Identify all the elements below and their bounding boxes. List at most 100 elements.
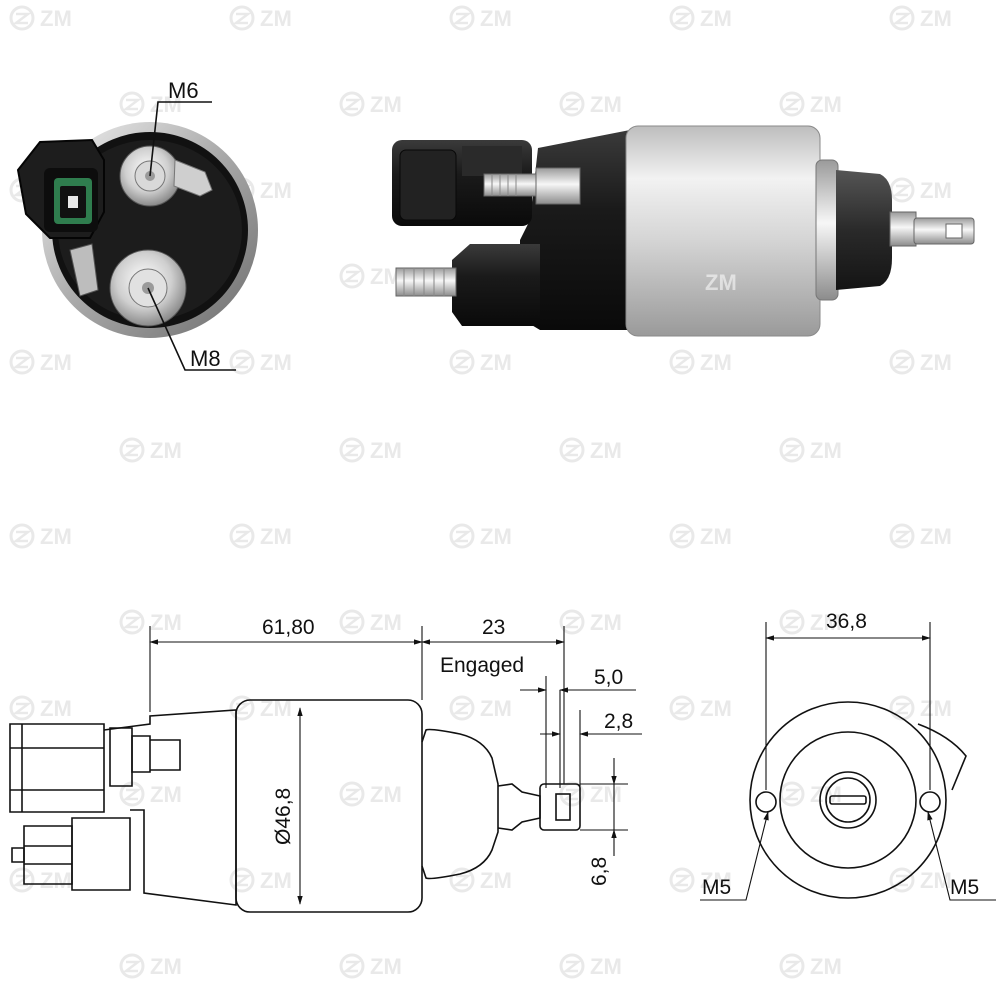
svg-text:ZM: ZM <box>700 696 732 721</box>
watermark-logo: ZM <box>229 349 292 375</box>
svg-text:ZM: ZM <box>40 524 72 549</box>
svg-text:ZM: ZM <box>260 350 292 375</box>
svg-text:ZM: ZM <box>480 696 512 721</box>
watermark-logo: ZM <box>9 695 72 721</box>
svg-text:ZM: ZM <box>590 92 622 117</box>
label-eye-thickness: 2,8 <box>604 710 633 733</box>
watermark-logo: ZM <box>559 91 622 117</box>
watermark-logo: ZM <box>889 867 952 893</box>
label-body-diameter: Ø46,8 <box>272 788 295 845</box>
svg-text:ZM: ZM <box>810 92 842 117</box>
label-hole-left: M5 <box>702 876 731 899</box>
watermark-logo: ZM <box>339 263 402 289</box>
svg-text:ZM: ZM <box>590 782 622 807</box>
watermark-grid: ZM ZM ZM ZM ZM ZM ZM ZM ZM ZM ZM ZM ZM ZM ZM ZM ZM ZM ZM ZM… <box>9 5 952 979</box>
drawing-hole-left <box>755 791 777 813</box>
watermark-logo: ZM <box>559 609 622 635</box>
watermark-logo: ZM <box>119 437 182 463</box>
svg-text:ZM: ZM <box>920 524 952 549</box>
retaining-ring <box>815 159 839 301</box>
svg-text:ZM: ZM <box>150 92 182 117</box>
watermark-logo: ZM <box>9 523 72 549</box>
watermark-logo: ZM <box>889 523 952 549</box>
svg-text:ZM: ZM <box>480 868 512 893</box>
label-hole-right: M5 <box>950 876 979 899</box>
watermark-logo: ZM <box>889 349 952 375</box>
svg-text:ZM: ZM <box>40 350 72 375</box>
watermark-logo: ZM <box>339 609 402 635</box>
svg-text:ZM: ZM <box>920 350 952 375</box>
leader-hole-right <box>927 811 996 901</box>
svg-text:ZM: ZM <box>920 178 952 203</box>
svg-text:ZM: ZM <box>810 610 842 635</box>
svg-text:ZM: ZM <box>590 438 622 463</box>
terminal-large-label: M8 <box>190 346 221 371</box>
watermark-logo: ZM <box>449 695 512 721</box>
watermark-logo: ZM <box>889 695 952 721</box>
rubber-boot <box>836 170 892 290</box>
watermark-logo: ZM <box>779 953 842 979</box>
watermark-logo: ZM <box>559 953 622 979</box>
label-stroke: 5,0 <box>594 666 623 689</box>
svg-text:ZM: ZM <box>590 954 622 979</box>
svg-text:ZM: ZM <box>480 350 512 375</box>
watermark-logo: ZM <box>669 867 732 893</box>
plunger-eye <box>913 217 975 245</box>
leader-hole-left <box>700 811 769 901</box>
watermark-logo: ZM <box>779 91 842 117</box>
photo-end-view: M6 M8 <box>16 78 258 371</box>
svg-text:ZM: ZM <box>700 524 732 549</box>
svg-text:ZM: ZM <box>40 868 72 893</box>
watermark-logo: ZM <box>889 5 952 31</box>
svg-text:ZM: ZM <box>40 6 72 31</box>
svg-text:ZM: ZM <box>150 954 182 979</box>
svg-text:ZM: ZM <box>480 6 512 31</box>
side-connector <box>392 140 532 226</box>
watermark-logo: ZM <box>779 609 842 635</box>
watermark-logo: ZM <box>229 867 292 893</box>
svg-text:ZM: ZM <box>370 438 402 463</box>
watermark-logo: ZM <box>449 5 512 31</box>
label-plunger-travel: 23 <box>482 616 505 639</box>
watermark-logo: ZM <box>559 781 622 807</box>
svg-text:ZM: ZM <box>700 350 732 375</box>
svg-text:ZM: ZM <box>920 696 952 721</box>
svg-text:ZM: ZM <box>150 610 182 635</box>
watermark-logo: ZM <box>119 781 182 807</box>
watermark-logo: ZM <box>229 177 292 203</box>
drawing-boot <box>421 728 499 880</box>
watermark-logo: ZM <box>449 867 512 893</box>
svg-text:ZM: ZM <box>260 6 292 31</box>
watermark-logo: ZM <box>779 437 842 463</box>
label-eye-width: 6,8 <box>588 857 611 886</box>
leader-m8 <box>147 287 236 371</box>
svg-text:ZM: ZM <box>40 696 72 721</box>
svg-text:ZM: ZM <box>810 438 842 463</box>
side-stud-m8 <box>395 244 540 326</box>
watermark-logo: ZM <box>339 91 402 117</box>
label-plunger-state: Engaged <box>440 654 524 677</box>
svg-text:ZM: ZM <box>370 954 402 979</box>
watermark-logo: ZM <box>9 5 72 31</box>
watermark-logo: ZM <box>449 349 512 375</box>
side-stud-m6 <box>483 167 581 205</box>
drawing-lug <box>917 723 967 791</box>
watermark-on-photo: ZM <box>705 270 737 295</box>
label-mount-spacing: 36,8 <box>826 610 867 633</box>
drawing-hole-right <box>919 791 941 813</box>
svg-text:ZM: ZM <box>370 92 402 117</box>
photo-side-view: ZM <box>392 125 975 337</box>
svg-text:ZM: ZM <box>260 868 292 893</box>
drawing-side-view: Ø46,8 61,80 23 Engaged 5,0 2,8 6,8 <box>9 616 642 913</box>
svg-text:ZM: ZM <box>700 868 732 893</box>
watermark-logo: ZM <box>119 609 182 635</box>
label-body-length: 61,80 <box>262 616 315 639</box>
svg-text:ZM: ZM <box>920 868 952 893</box>
watermark-logo: ZM <box>229 523 292 549</box>
watermark-logo: ZM <box>669 5 732 31</box>
drawing-flange <box>749 701 947 899</box>
svg-text:ZM: ZM <box>810 954 842 979</box>
terminal-small-label: M6 <box>168 78 199 103</box>
solenoid-body <box>625 125 821 337</box>
